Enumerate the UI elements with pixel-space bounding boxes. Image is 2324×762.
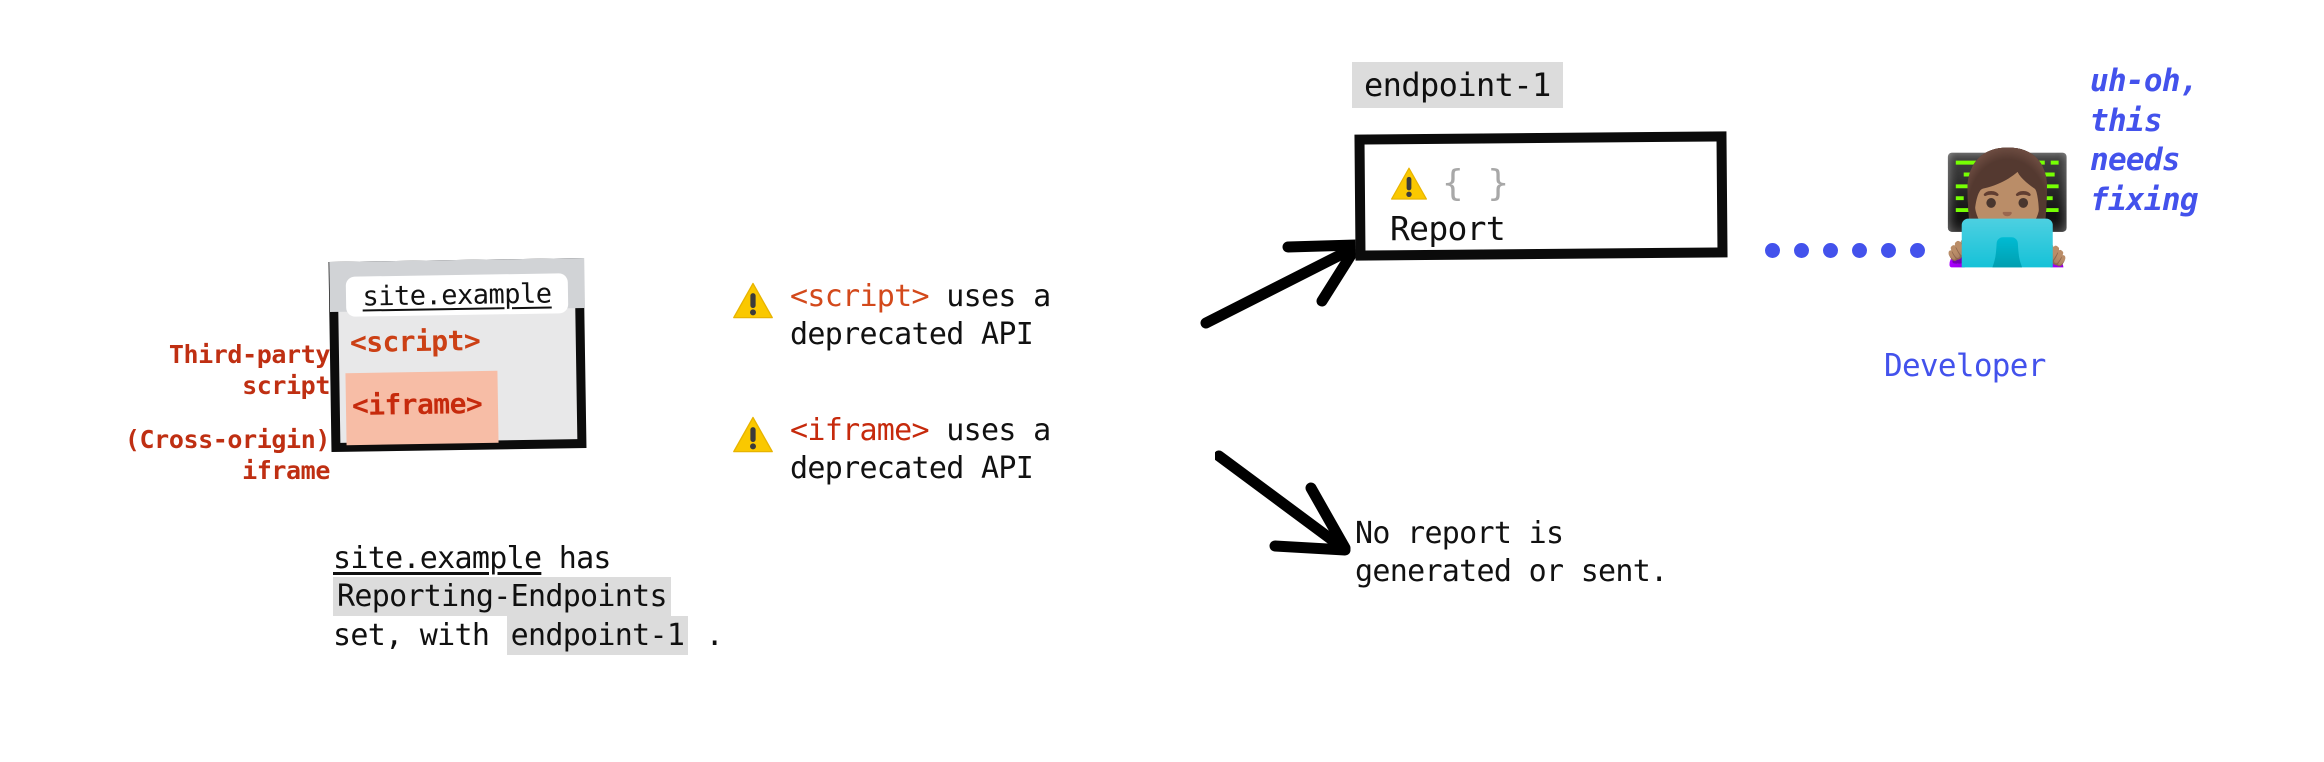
warning-iframe-rest: uses a [928, 413, 1051, 448]
warning-triangle-icon [1390, 167, 1428, 200]
caption-line3-post: . [688, 617, 724, 653]
json-braces-icon: { } [1442, 163, 1511, 204]
arrow-to-report-icon [1200, 239, 1362, 329]
connector-dot [1794, 243, 1809, 258]
report-card-label: Report [1390, 209, 1506, 248]
developer-speech-line2: this [2090, 102, 2163, 139]
warning-text-iframe: <iframe> uses a deprecated API [790, 412, 1051, 488]
report-card-icons: { } [1390, 165, 1510, 203]
no-report-text: No report is generated or sent. [1355, 515, 1668, 592]
caption-line-2: Reporting-Endpoints [333, 577, 723, 617]
third-party-script-label-line1: Third-party [168, 340, 331, 369]
report-to-developer-connector [1765, 243, 1925, 258]
no-report-line2: generated or sent. [1355, 554, 1668, 590]
developer-speech-line4: fixing [2090, 182, 2198, 219]
warning-row-iframe: <iframe> uses a deprecated API [732, 412, 1051, 488]
caption-line-1: site.example has [333, 540, 723, 578]
warning-script-rest: uses a [928, 279, 1051, 314]
third-party-script-label: Third-party script [0, 340, 331, 401]
browser-script-tag: <script> [349, 323, 481, 360]
warning-script-line2: deprecated API [790, 316, 1034, 352]
developer-avatar: 👩🏽‍💻 [1940, 146, 2075, 271]
connector-dot [1910, 243, 1925, 258]
cross-origin-iframe-label: (Cross-origin) iframe [0, 425, 331, 486]
side-annotations: Third-party script (Cross-origin) iframe [0, 340, 331, 486]
warning-triangle-icon [733, 416, 773, 453]
connector-dot [1881, 243, 1896, 258]
report-card-content: { } Report [1390, 165, 1510, 249]
caption-reporting-endpoints-chip: Reporting-Endpoints [333, 577, 671, 617]
browser-url-bar[interactable]: site.example [345, 273, 569, 317]
endpoint-1-chip: endpoint-1 [1352, 62, 1563, 108]
warning-iframe-line1: <iframe> uses a [790, 412, 1051, 450]
warning-iframe-tag: <iframe> [790, 413, 930, 448]
warning-iframe-line2: deprecated API [790, 450, 1034, 486]
cross-origin-iframe-label-line2: iframe [242, 455, 330, 485]
developer-speech-line3: needs [2090, 142, 2181, 179]
developer-label: Developer [1884, 348, 2046, 384]
cross-origin-iframe-label-line1: (Cross-origin) [124, 425, 331, 454]
third-party-script-label-line2: script [242, 370, 330, 400]
caption-endpoint-chip: endpoint-1 [506, 615, 689, 655]
caption-line3-pre: set, with [333, 617, 507, 653]
caption-line-3: set, with endpoint-1 . [333, 615, 724, 655]
connector-dot [1852, 243, 1867, 258]
caption-line1-rest: has [541, 541, 612, 576]
warning-triangle-icon [733, 282, 773, 319]
browser-caption: site.example has Reporting-Endpoints set… [333, 540, 724, 655]
connector-dot [1823, 243, 1838, 258]
caption-site-name: site.example [333, 541, 542, 576]
developer-speech: uh-oh, this needs fixing [2090, 62, 2198, 221]
warning-script-tag: <script> [790, 279, 930, 314]
browser-url-text: site.example [362, 278, 552, 312]
connector-dot [1765, 243, 1780, 258]
warning-script-line1: <script> uses a [790, 278, 1051, 316]
no-report-line1: No report is [1355, 516, 1564, 551]
developer-speech-line1: uh-oh, [2090, 63, 2198, 99]
warning-row-script: <script> uses a deprecated API [732, 278, 1051, 354]
browser-iframe-tag: <iframe> [351, 386, 483, 423]
warning-text-script: <script> uses a deprecated API [790, 278, 1051, 354]
